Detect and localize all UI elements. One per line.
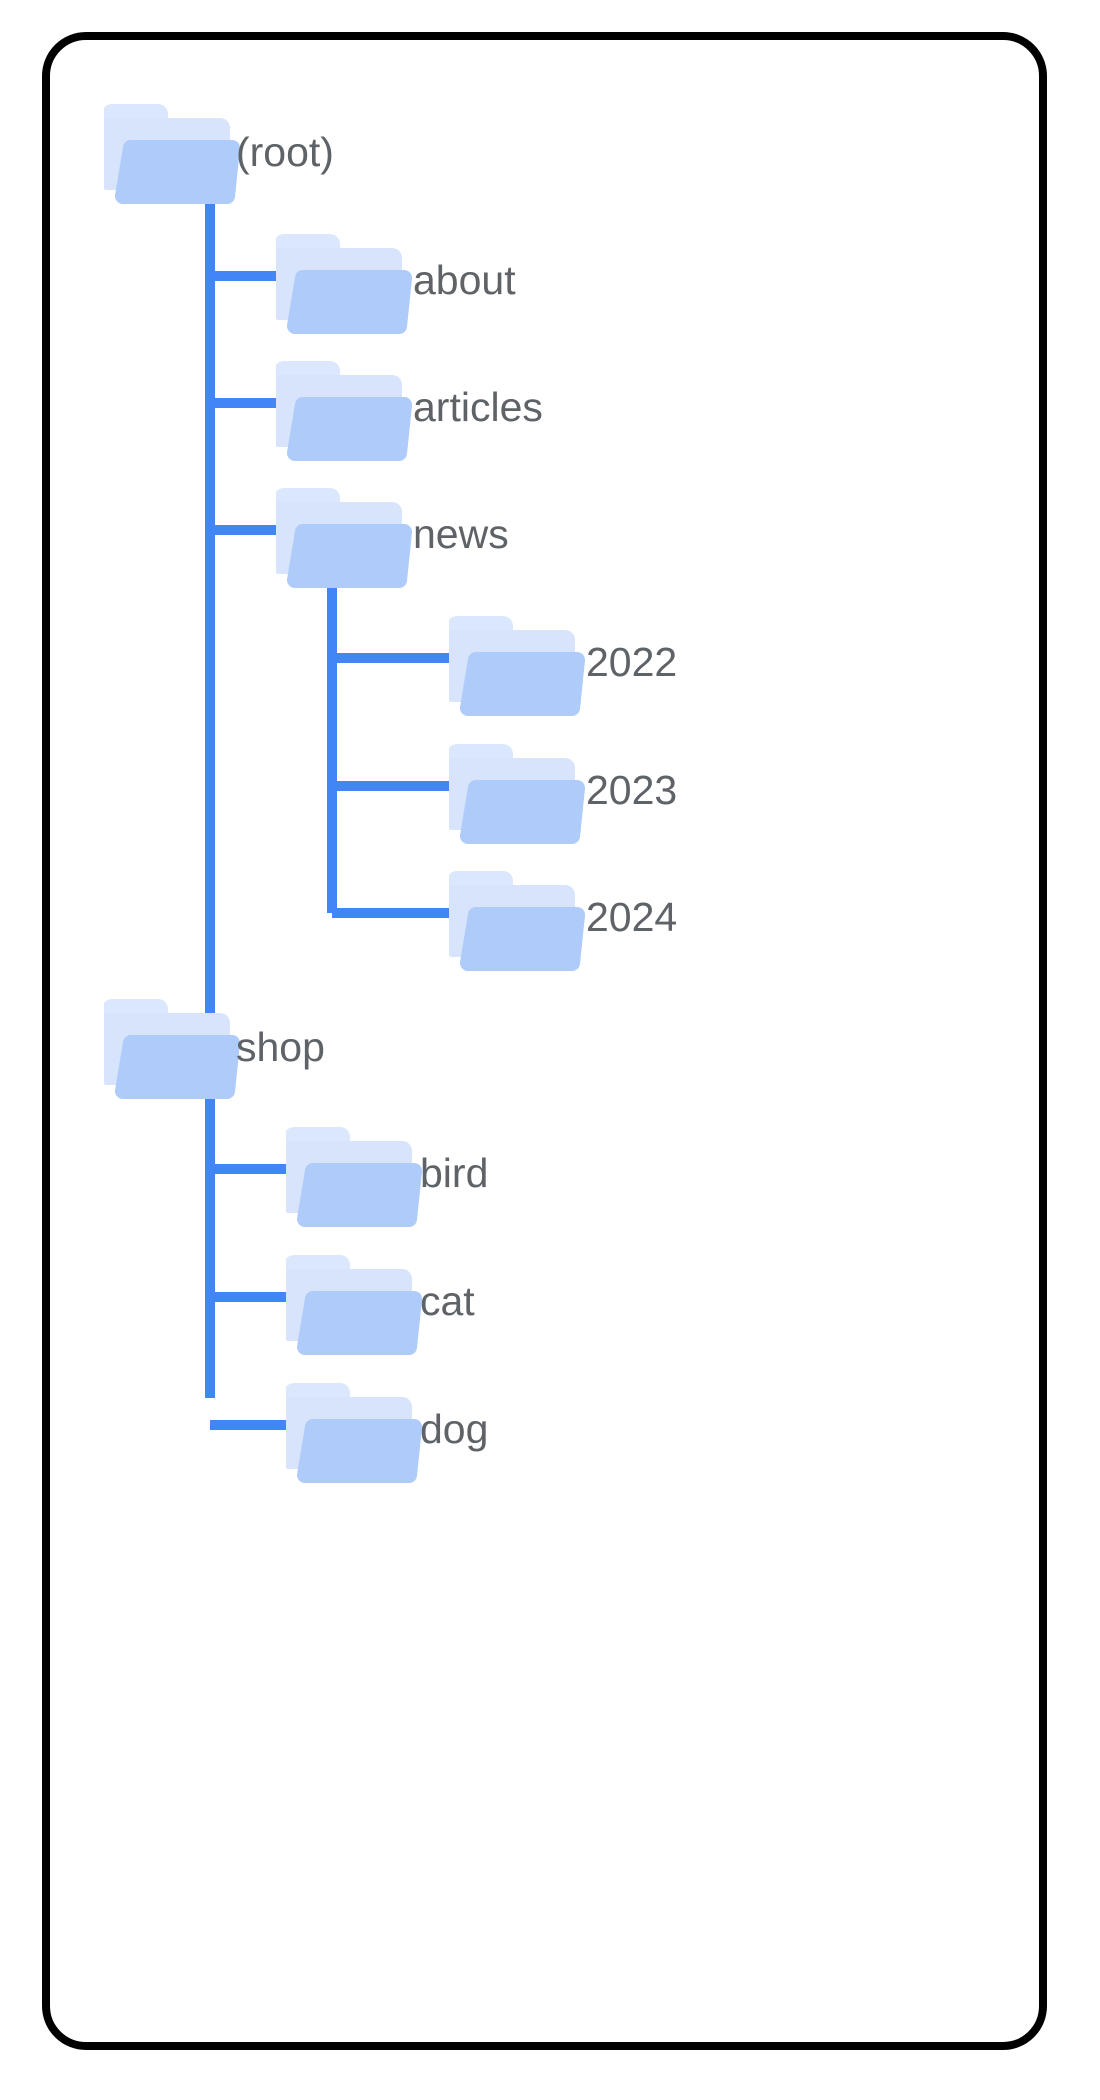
folder-label-articles[interactable]: articles bbox=[413, 384, 543, 430]
folder-icon-root[interactable] bbox=[98, 104, 241, 205]
folder-icon-about[interactable] bbox=[270, 234, 413, 335]
folder-label-root[interactable]: (root) bbox=[236, 129, 334, 175]
folder-icon-2024[interactable] bbox=[443, 871, 586, 972]
folder-label-2023[interactable]: 2023 bbox=[586, 767, 678, 813]
folder-icon-2022[interactable] bbox=[443, 616, 586, 717]
folder-label-shop[interactable]: shop bbox=[236, 1024, 325, 1070]
folder-icon-dog[interactable] bbox=[280, 1383, 423, 1484]
folder-label-about[interactable]: about bbox=[413, 257, 516, 303]
folder-label-2022[interactable]: 2022 bbox=[586, 639, 678, 685]
folder-icon-news[interactable] bbox=[270, 488, 413, 589]
folder-label-bird[interactable]: bird bbox=[420, 1150, 489, 1196]
folder-icon-articles[interactable] bbox=[270, 361, 413, 462]
folder-icon-shop[interactable] bbox=[98, 999, 241, 1100]
folder-label-2024[interactable]: 2024 bbox=[586, 894, 678, 940]
folder-icon-bird[interactable] bbox=[280, 1127, 423, 1228]
folder-icon-cat[interactable] bbox=[280, 1255, 423, 1356]
folder-icon-2023[interactable] bbox=[443, 744, 586, 845]
folder-label-cat[interactable]: cat bbox=[420, 1278, 475, 1324]
folder-label-dog[interactable]: dog bbox=[420, 1406, 489, 1452]
connector-lines bbox=[205, 182, 463, 1430]
folder-label-news[interactable]: news bbox=[413, 511, 509, 557]
folder-icons bbox=[98, 104, 586, 1484]
